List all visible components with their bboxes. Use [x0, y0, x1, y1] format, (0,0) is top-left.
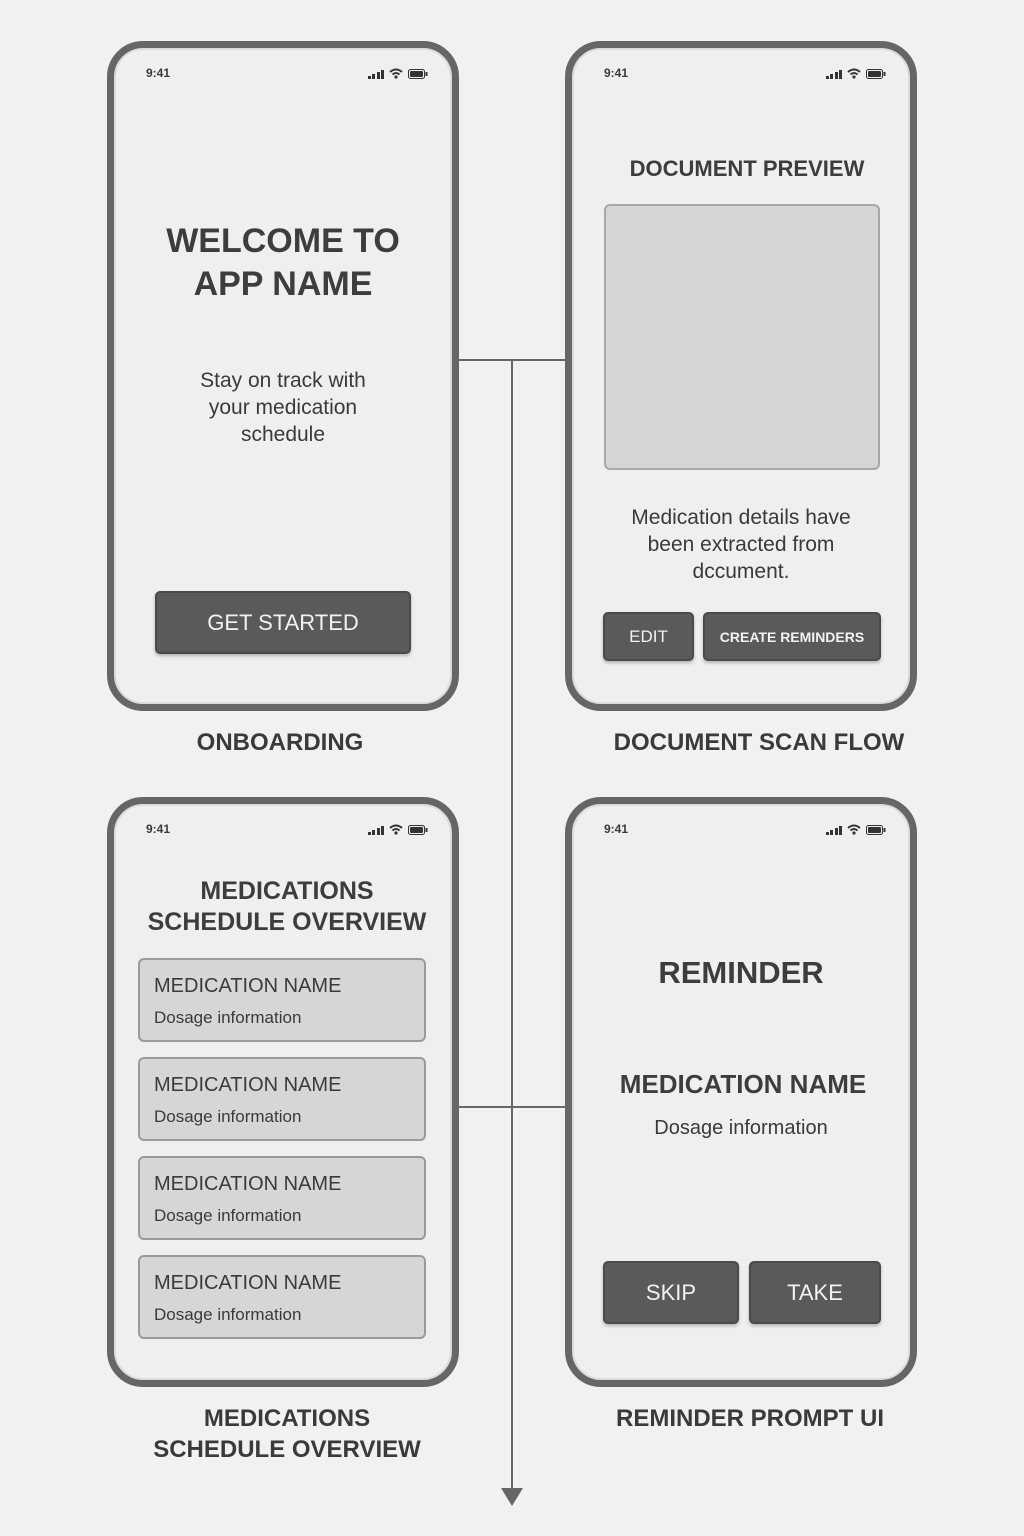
onboarding-caption: ONBOARDING: [196, 729, 364, 756]
medication-name: MEDICATION NAME: [154, 1272, 342, 1294]
flow-vertical-line: [511, 360, 513, 1490]
medication-card[interactable]: MEDICATION NAME Dosage information: [138, 1255, 426, 1339]
take-button[interactable]: TAKE: [749, 1261, 881, 1324]
medication-dosage: Dosage information: [154, 1206, 302, 1225]
welcome-title: WELCOME TO APP NAME: [166, 222, 400, 303]
status-bar: 9:41: [114, 822, 452, 842]
status-icons: [367, 68, 429, 79]
get-started-button[interactable]: GET STARTED: [155, 591, 411, 654]
status-time: 9:41: [146, 66, 171, 80]
status-icons: [825, 68, 887, 79]
edit-button[interactable]: EDIT: [603, 612, 694, 661]
medication-dosage: Dosage information: [154, 1107, 302, 1126]
wifi-icon: [847, 824, 861, 835]
extraction-message: Medication details have been extracted f…: [631, 506, 851, 583]
reminder-medication-name: MEDICATION NAME: [619, 1069, 867, 1099]
reminder-dosage: Dosage information: [654, 1117, 828, 1139]
battery-icon: [866, 69, 886, 79]
reminder-caption: REMINDER PROMPT UI: [615, 1405, 884, 1432]
medication-name: MEDICATION NAME: [154, 1074, 342, 1096]
create-reminders-button[interactable]: CREATE REMINDERS: [703, 612, 881, 661]
medication-name: MEDICATION NAME: [154, 1173, 342, 1195]
medication-card[interactable]: MEDICATION NAME Dosage information: [138, 1057, 426, 1141]
status-bar: 9:41: [572, 66, 910, 86]
document-scan-caption: DOCUMENT SCAN FLOW: [613, 729, 905, 756]
status-time: 9:41: [604, 66, 629, 80]
schedule-caption: MEDICATIONS SCHEDULE OVERVIEW: [153, 1405, 421, 1463]
status-icons: [367, 824, 429, 835]
signal-icon: [367, 69, 384, 79]
document-preview-title: DOCUMENT PREVIEW: [629, 156, 865, 181]
flow-connector-bottom: [458, 1106, 566, 1108]
medication-card[interactable]: MEDICATION NAME Dosage information: [138, 1156, 426, 1240]
status-time: 9:41: [146, 822, 171, 836]
wifi-icon: [389, 68, 403, 79]
welcome-subtitle: Stay on track with your medication sched…: [200, 369, 366, 446]
status-bar: 9:41: [572, 822, 910, 842]
schedule-title: MEDICATIONS SCHEDULE OVERVIEW: [147, 877, 427, 936]
skip-button[interactable]: SKIP: [603, 1261, 739, 1324]
status-bar: 9:41: [114, 66, 452, 86]
reminder-title: REMINDER: [658, 955, 824, 990]
wifi-icon: [389, 824, 403, 835]
flow-arrow-down-icon: [501, 1488, 523, 1506]
wifi-icon: [847, 68, 861, 79]
signal-icon: [825, 825, 842, 835]
schedule-phone: 9:41 MEDICATIONS SCHEDULE OVERVIEW MEDIC…: [107, 797, 459, 1387]
reminder-phone: 9:41 REMINDER MEDICATION NAME Dosage inf…: [565, 797, 917, 1387]
signal-icon: [825, 69, 842, 79]
status-icons: [825, 824, 887, 835]
document-preview-image: [604, 204, 880, 470]
onboarding-phone: 9:41 WELCOME TO APP NAME Stay on track w…: [107, 41, 459, 711]
medication-card[interactable]: MEDICATION NAME Dosage information: [138, 958, 426, 1042]
battery-icon: [866, 825, 886, 835]
medication-name: MEDICATION NAME: [154, 975, 342, 997]
document-scan-phone: 9:41 DOCUMENT PREVIEW Medication details…: [565, 41, 917, 711]
flow-connector-top: [458, 359, 566, 361]
status-time: 9:41: [604, 822, 629, 836]
medication-dosage: Dosage information: [154, 1305, 302, 1324]
signal-icon: [367, 825, 384, 835]
medication-dosage: Dosage information: [154, 1008, 302, 1027]
battery-icon: [408, 825, 428, 835]
battery-icon: [408, 69, 428, 79]
